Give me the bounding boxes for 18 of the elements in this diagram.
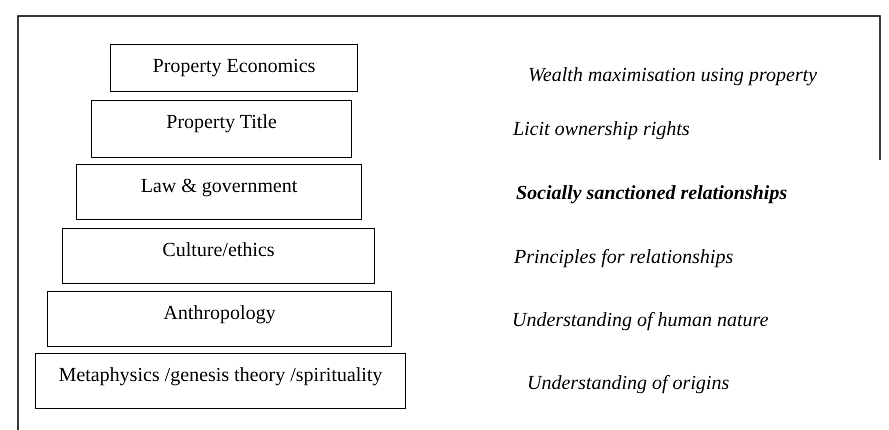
layer-description: Understanding of origins <box>527 372 730 395</box>
layer-box <box>91 100 352 158</box>
layer-description: Principles for relationships <box>514 246 734 269</box>
layer-label: Law & government <box>140 175 298 198</box>
layer-description: Understanding of human nature <box>512 309 768 332</box>
layer-label: Anthropology <box>163 302 276 325</box>
layer-box <box>35 353 406 409</box>
layer-label: Metaphysics /genesis theory /spirituality <box>58 364 382 387</box>
layer-label: Culture/ethics <box>162 239 275 262</box>
layer-box <box>62 228 375 284</box>
layer-box <box>110 44 358 92</box>
layer-description: Wealth maximisation using property <box>528 64 818 87</box>
layer-label: Property Title <box>166 111 277 134</box>
layer-box <box>47 291 392 347</box>
layer-description: Socially sanctioned relationships <box>516 182 788 205</box>
layer-box <box>76 164 362 220</box>
layer-label: Property Economics <box>152 55 316 78</box>
layer-description: Licit ownership rights <box>513 118 690 141</box>
